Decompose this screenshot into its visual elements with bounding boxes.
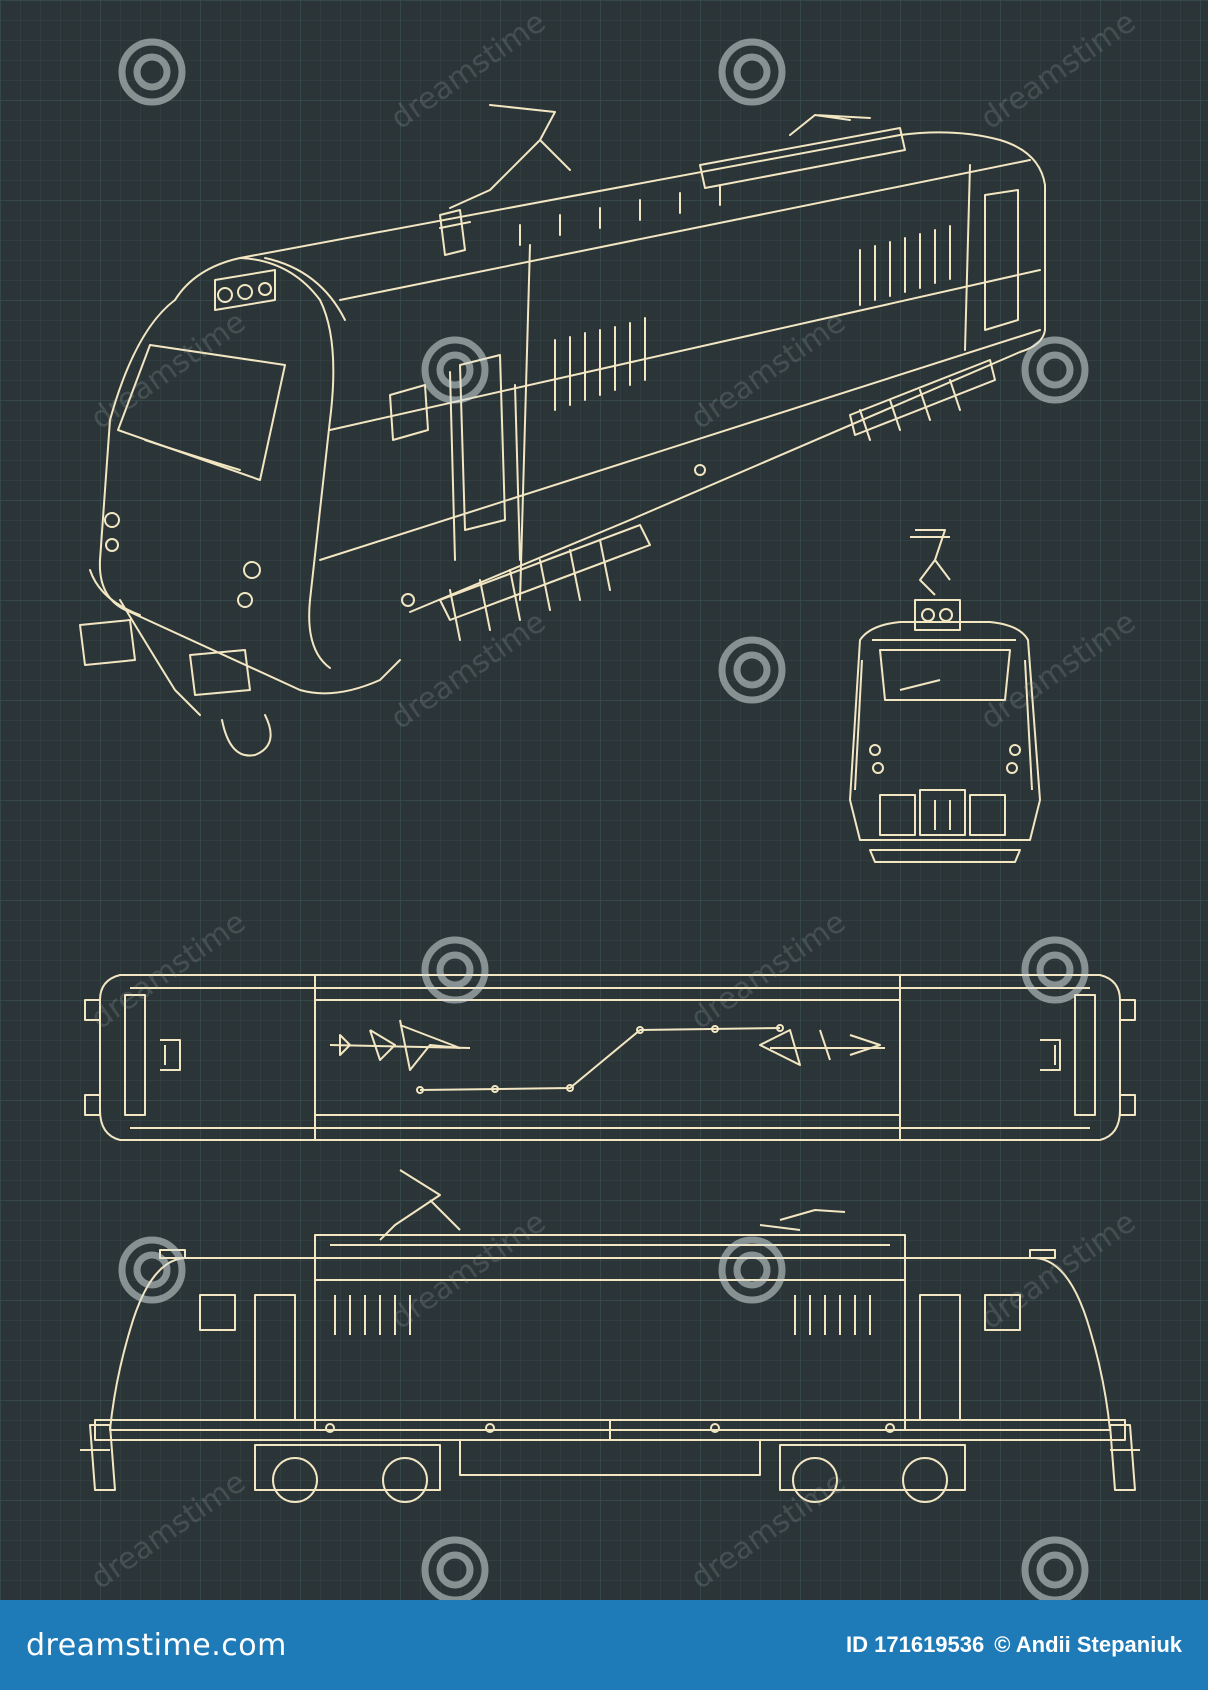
author-credit: © Andii Stepaniuk	[994, 1632, 1182, 1657]
grid-major	[0, 0, 1208, 1600]
footer-logo[interactable]: dreamstime.com	[26, 1627, 287, 1663]
top-view	[84, 974, 1136, 1141]
spiral-logo-icon	[118, 38, 1089, 1600]
blueprint-canvas: dreamstime dreamstime dreamstime dreamst…	[0, 0, 1208, 1600]
footer-credit: ID 171619536 © Andii Stepaniuk	[846, 1632, 1182, 1658]
image-id: ID 171619536	[846, 1632, 985, 1657]
stock-footer-bar: dreamstime.com ID 171619536 © Andii Step…	[0, 1600, 1208, 1690]
blueprint-drawing: dreamstime dreamstime dreamstime dreamst…	[0, 0, 1208, 1600]
front-view	[849, 529, 1041, 863]
perspective-view	[79, 104, 1046, 757]
